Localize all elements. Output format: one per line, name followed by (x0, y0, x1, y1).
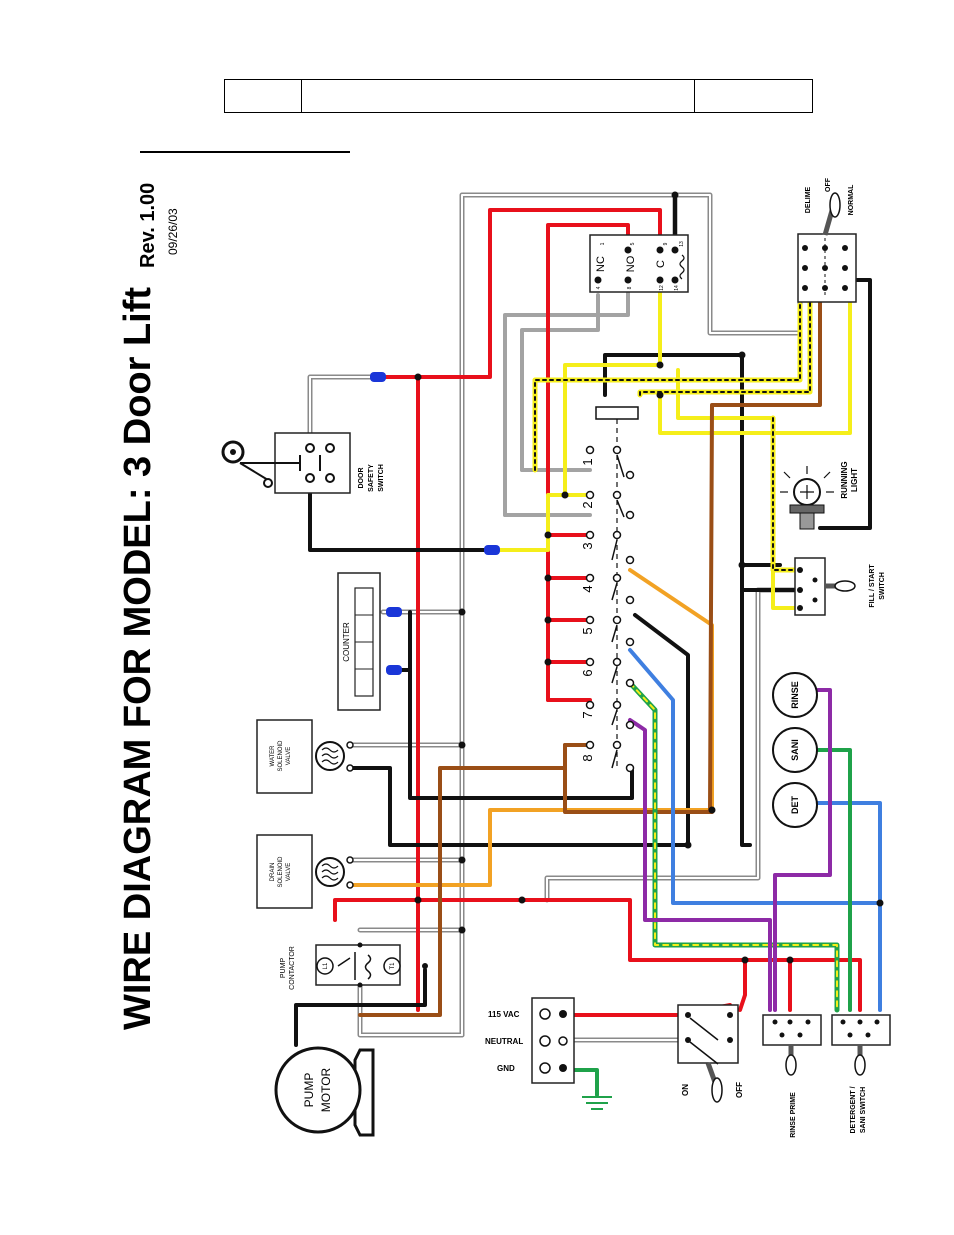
timer-pos-5: 5 (580, 627, 595, 634)
relay-pin-13: 13 (679, 241, 685, 247)
relay-pin-1: 1 (600, 242, 606, 245)
rinse-pump: RINSE (772, 672, 818, 718)
header-cell-1 (225, 80, 302, 112)
pump-motor-label-1: PUMP (302, 1073, 316, 1108)
date-label: 09/26/03 (166, 208, 180, 255)
delime-normal-label: NORMAL (848, 184, 855, 215)
fill-start-switch: FILL / START SWITCH (794, 557, 886, 616)
pump-contactor-label-1: PUMP (280, 958, 287, 979)
drain-solenoid-label-1: DRAIN (270, 863, 276, 882)
water-solenoid-label-3: VALVE (286, 747, 292, 765)
relay-pin-9: 9 (663, 242, 669, 245)
sani-label: SANI (790, 739, 800, 761)
timer-pos-6: 6 (580, 669, 595, 676)
counter: COUNTER (337, 572, 381, 711)
wire-purple (628, 688, 832, 1012)
rinse-label: RINSE (790, 681, 800, 709)
water-solenoid-valve: WATER SOLENOID VALVE (256, 719, 354, 794)
fill-start-label-2: SWITCH (879, 572, 886, 600)
rinse-prime-switch: RINSE PRIME (762, 1014, 822, 1138)
off-label: OFF (735, 1082, 744, 1098)
relay-pin-14: 14 (674, 285, 680, 291)
delime-off-label: OFF (825, 177, 832, 192)
pump-contactor: L1 T1 PUMP CONTACTOR (280, 942, 428, 990)
wire-red (333, 208, 862, 1017)
drain-solenoid-valve: DRAIN SOLENOID VALVE (256, 834, 354, 909)
det-pump: DET (772, 782, 818, 828)
relay-pin-4: 4 (596, 286, 602, 289)
pump-contactor-label-2: CONTACTOR (289, 946, 296, 990)
wire-yellow-black (532, 295, 813, 573)
diagram-title: WIRE DIAGRAM FOR MODEL: 3 Door Lift (117, 287, 159, 1030)
relay-nc-label: NC (595, 256, 607, 272)
wire-brown (358, 298, 822, 1017)
relay-c-label: C (655, 260, 667, 268)
relay-pin-8: 8 (627, 286, 633, 289)
wire-green-yellow (627, 680, 840, 1013)
neutral-label: NEUTRAL (485, 1037, 523, 1046)
timer-pos-4: 4 (580, 585, 595, 592)
timer-pos-2: 2 (580, 501, 595, 508)
running-light: RUNNING LIGHT (780, 461, 859, 530)
rinse-prime-label: RINSE PRIME (790, 1092, 797, 1138)
running-light-label-1: RUNNING (840, 461, 849, 498)
delime-label: DELIME (805, 186, 812, 213)
door-safety-label-2: SAFETY (368, 464, 375, 492)
timer-pos-1: 1 (580, 458, 595, 465)
det-label: DET (790, 795, 800, 814)
delime-switch: DELIME OFF NORMAL (797, 177, 857, 303)
on-label: ON (681, 1084, 690, 1096)
timer-pos-3: 3 (580, 542, 595, 549)
contactor-l1: L1 (323, 962, 329, 969)
running-light-label-2: LIGHT (850, 468, 859, 492)
wire-white (307, 192, 803, 1043)
relay-pin-5: 5 (630, 242, 636, 245)
contactor-t1: T1 (390, 962, 396, 970)
power-terminal-block: 115 VAC NEUTRAL GND (485, 997, 575, 1084)
water-solenoid-label-1: WATER (270, 745, 276, 767)
header-table (224, 79, 813, 113)
detergent-sani-label-2: SANI SWITCH (860, 1087, 867, 1133)
door-safety-switch: DOOR SAFETY SWITCH (221, 432, 385, 494)
relay-no-label: NO (625, 255, 637, 272)
sani-pump: SANI (772, 727, 818, 773)
relay-pin-12: 12 (659, 285, 665, 291)
ground-symbol (582, 1096, 612, 1110)
timer-pos-8: 8 (580, 754, 595, 761)
power-switch: ON OFF (677, 1004, 744, 1103)
vac-115-label: 115 VAC (488, 1010, 520, 1019)
counter-label: COUNTER (342, 622, 351, 662)
timer-cam-switches: 1 2 3 4 5 6 7 8 (580, 406, 639, 773)
drain-solenoid-label-3: VALVE (286, 863, 292, 881)
door-safety-label-1: DOOR (358, 468, 365, 489)
wire-blue (628, 648, 882, 1012)
gnd-label: GND (497, 1064, 515, 1073)
detergent-sani-switch: DETERGENT / SANI SWITCH (831, 1014, 891, 1134)
wire-connectors (370, 372, 500, 675)
header-underline (140, 151, 350, 153)
timer-pos-7: 7 (580, 711, 595, 718)
detergent-sani-label-1: DETERGENT / (850, 1086, 857, 1133)
header-cell-2 (302, 80, 695, 112)
water-solenoid-label-2: SOLENOID (278, 740, 284, 772)
relay: NC NO C 1 5 9 13 4 8 12 14 (589, 234, 689, 293)
pump-motor: PUMP MOTOR (274, 1046, 375, 1137)
drain-solenoid-label-2: SOLENOID (278, 856, 284, 888)
junction-dots (414, 191, 884, 964)
door-safety-label-3: SWITCH (378, 464, 385, 492)
revision-label: Rev. 1.00 (137, 183, 159, 268)
fill-start-label-1: FILL / START (869, 564, 876, 608)
pump-motor-label-2: MOTOR (319, 1067, 333, 1112)
wire-orange (348, 568, 714, 887)
